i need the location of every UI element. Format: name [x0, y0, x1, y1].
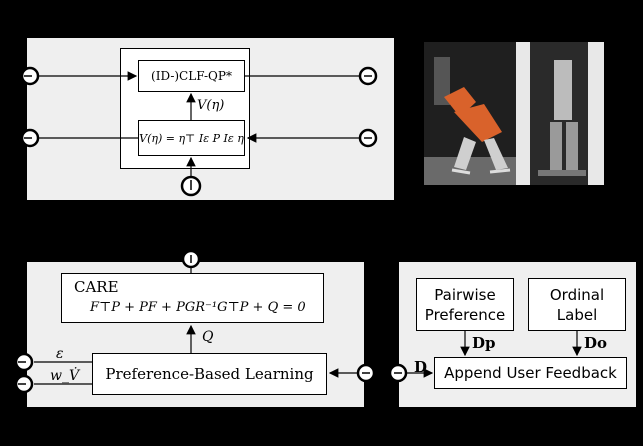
care-box: CARE F⊤P + PF + PGR⁻¹G⊤P + Q = 0: [61, 273, 324, 323]
ordinal-line2: Label: [556, 305, 598, 324]
lyapunov-equation: V(η) = η⊤ Iε P Iε η: [139, 131, 244, 145]
exoskeleton-image: [516, 42, 604, 185]
pbl-label: Preference-Based Learning: [105, 365, 314, 383]
q-label: Q: [202, 329, 214, 345]
ordinal-line1: Ordinal: [549, 285, 605, 304]
do-label: Do: [584, 334, 607, 352]
robot-photo-cassie: [424, 42, 516, 185]
clf-qp-box: (ID-)CLF-QP*: [138, 60, 245, 92]
ordinal-box: Ordinal Label: [528, 278, 626, 331]
dp-label: Dp: [472, 334, 496, 352]
care-equation: F⊤P + PF + PGR⁻¹G⊤P + Q = 0: [90, 300, 306, 315]
pairwise-line2: Preference: [424, 305, 506, 324]
dp-text: Dp: [472, 334, 496, 352]
epsilon-label: ε: [56, 346, 64, 362]
w-vdot-label: w_V̇: [50, 368, 80, 384]
care-title: CARE: [74, 278, 119, 296]
do-text: Do: [584, 334, 608, 352]
v-eta-label: V(η): [197, 98, 225, 113]
append-box: Append User Feedback: [434, 357, 627, 389]
pairwise-box: Pairwise Preference: [416, 278, 514, 331]
pbl-box: Preference-Based Learning: [92, 353, 327, 395]
lyapunov-box: V(η) = η⊤ Iε P Iε η: [138, 120, 245, 156]
cassie-robot-image: [424, 57, 516, 185]
append-label: Append User Feedback: [444, 364, 617, 382]
pairwise-line1: Pairwise: [434, 285, 496, 304]
robot-photo-exo: [516, 42, 604, 185]
clf-qp-label: (ID-)CLF-QP*: [151, 69, 232, 83]
